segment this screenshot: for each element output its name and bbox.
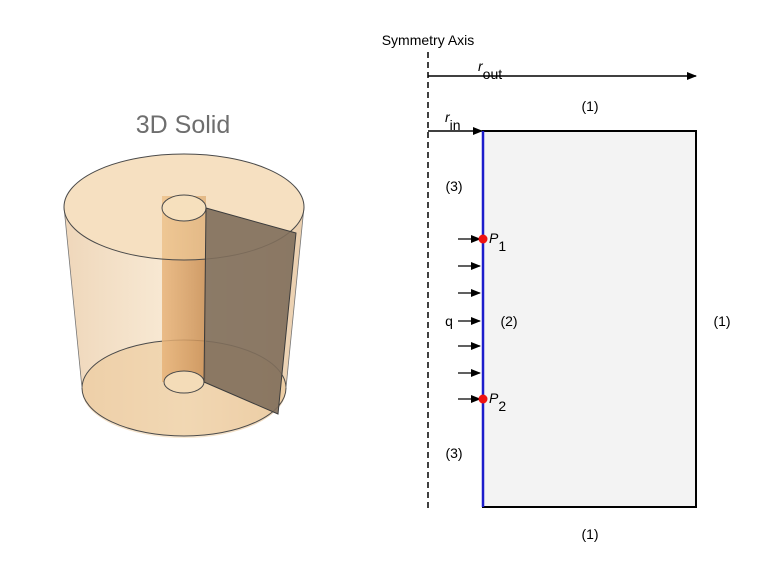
inner-hole-bottom [163, 370, 205, 394]
point-p2-label: P2 [489, 390, 506, 414]
inner-hole-top [161, 194, 207, 222]
solid-3d-illustration: 3D Solid [63, 111, 305, 438]
boundary-label-bottom: (1) [581, 526, 598, 542]
boundary-label-inner-upper: (3) [445, 178, 462, 194]
section-domain [482, 130, 697, 508]
boundary-label-right: (1) [713, 313, 730, 329]
boundary-label-top: (1) [581, 98, 598, 114]
r-in-label: rin [445, 109, 461, 133]
flux-label-q: q [445, 313, 453, 329]
solid-title: 3D Solid [136, 111, 231, 139]
r-out-label: rout [478, 58, 502, 82]
heat-flux-arrows [458, 235, 481, 403]
cut-face [203, 207, 297, 415]
symmetry-axis-label: Symmetry Axis [382, 32, 475, 48]
boundary-label-inner-lower: (3) [445, 445, 462, 461]
point-p1-label: P1 [489, 230, 506, 254]
cylinder-right-edge [285, 206, 305, 389]
section-diagram: Symmetry Axis rout rin (1) (1) (1) (3) (… [382, 32, 731, 542]
boundary-label-inner-middle: (2) [500, 313, 517, 329]
point-p1-marker [478, 234, 488, 244]
cylinder-left-edge [63, 206, 83, 389]
point-p2-marker [478, 394, 488, 404]
